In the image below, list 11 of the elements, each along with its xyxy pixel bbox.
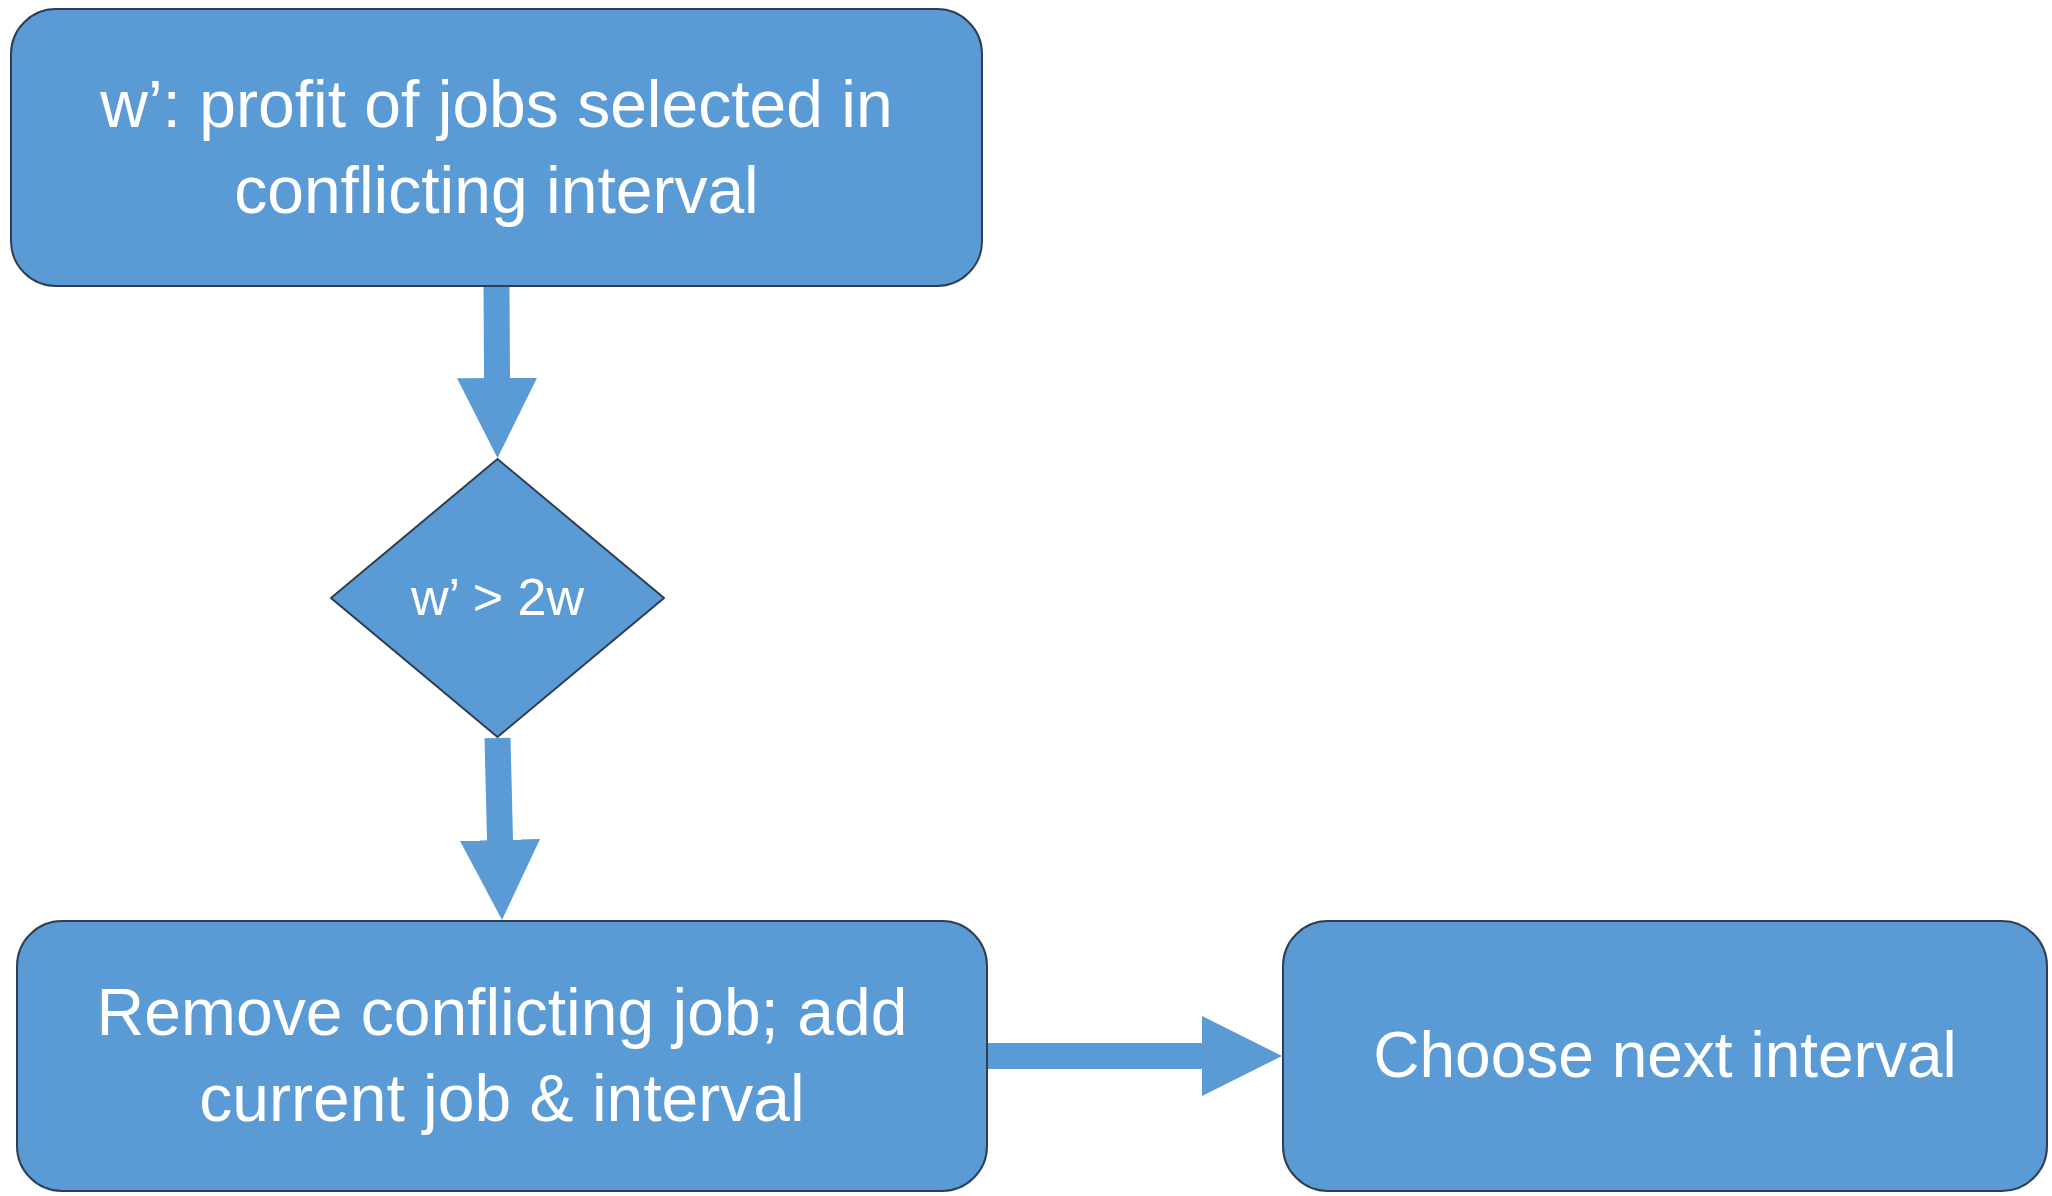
node-label: Choose next interval — [1373, 1018, 1957, 1094]
node-label: w’ > 2w — [411, 567, 584, 629]
arrow — [460, 737, 540, 920]
process-box — [10, 8, 983, 287]
node-label: Remove conflicting job; add current job & interval — [95, 974, 909, 1137]
process-box — [16, 920, 988, 1192]
process-box — [1282, 920, 2048, 1192]
arrow — [988, 1016, 1282, 1096]
decision-diamond — [330, 458, 665, 738]
node-label: w’: profit of jobs selected in conflicting interval — [99, 65, 894, 229]
arrow — [457, 286, 538, 458]
